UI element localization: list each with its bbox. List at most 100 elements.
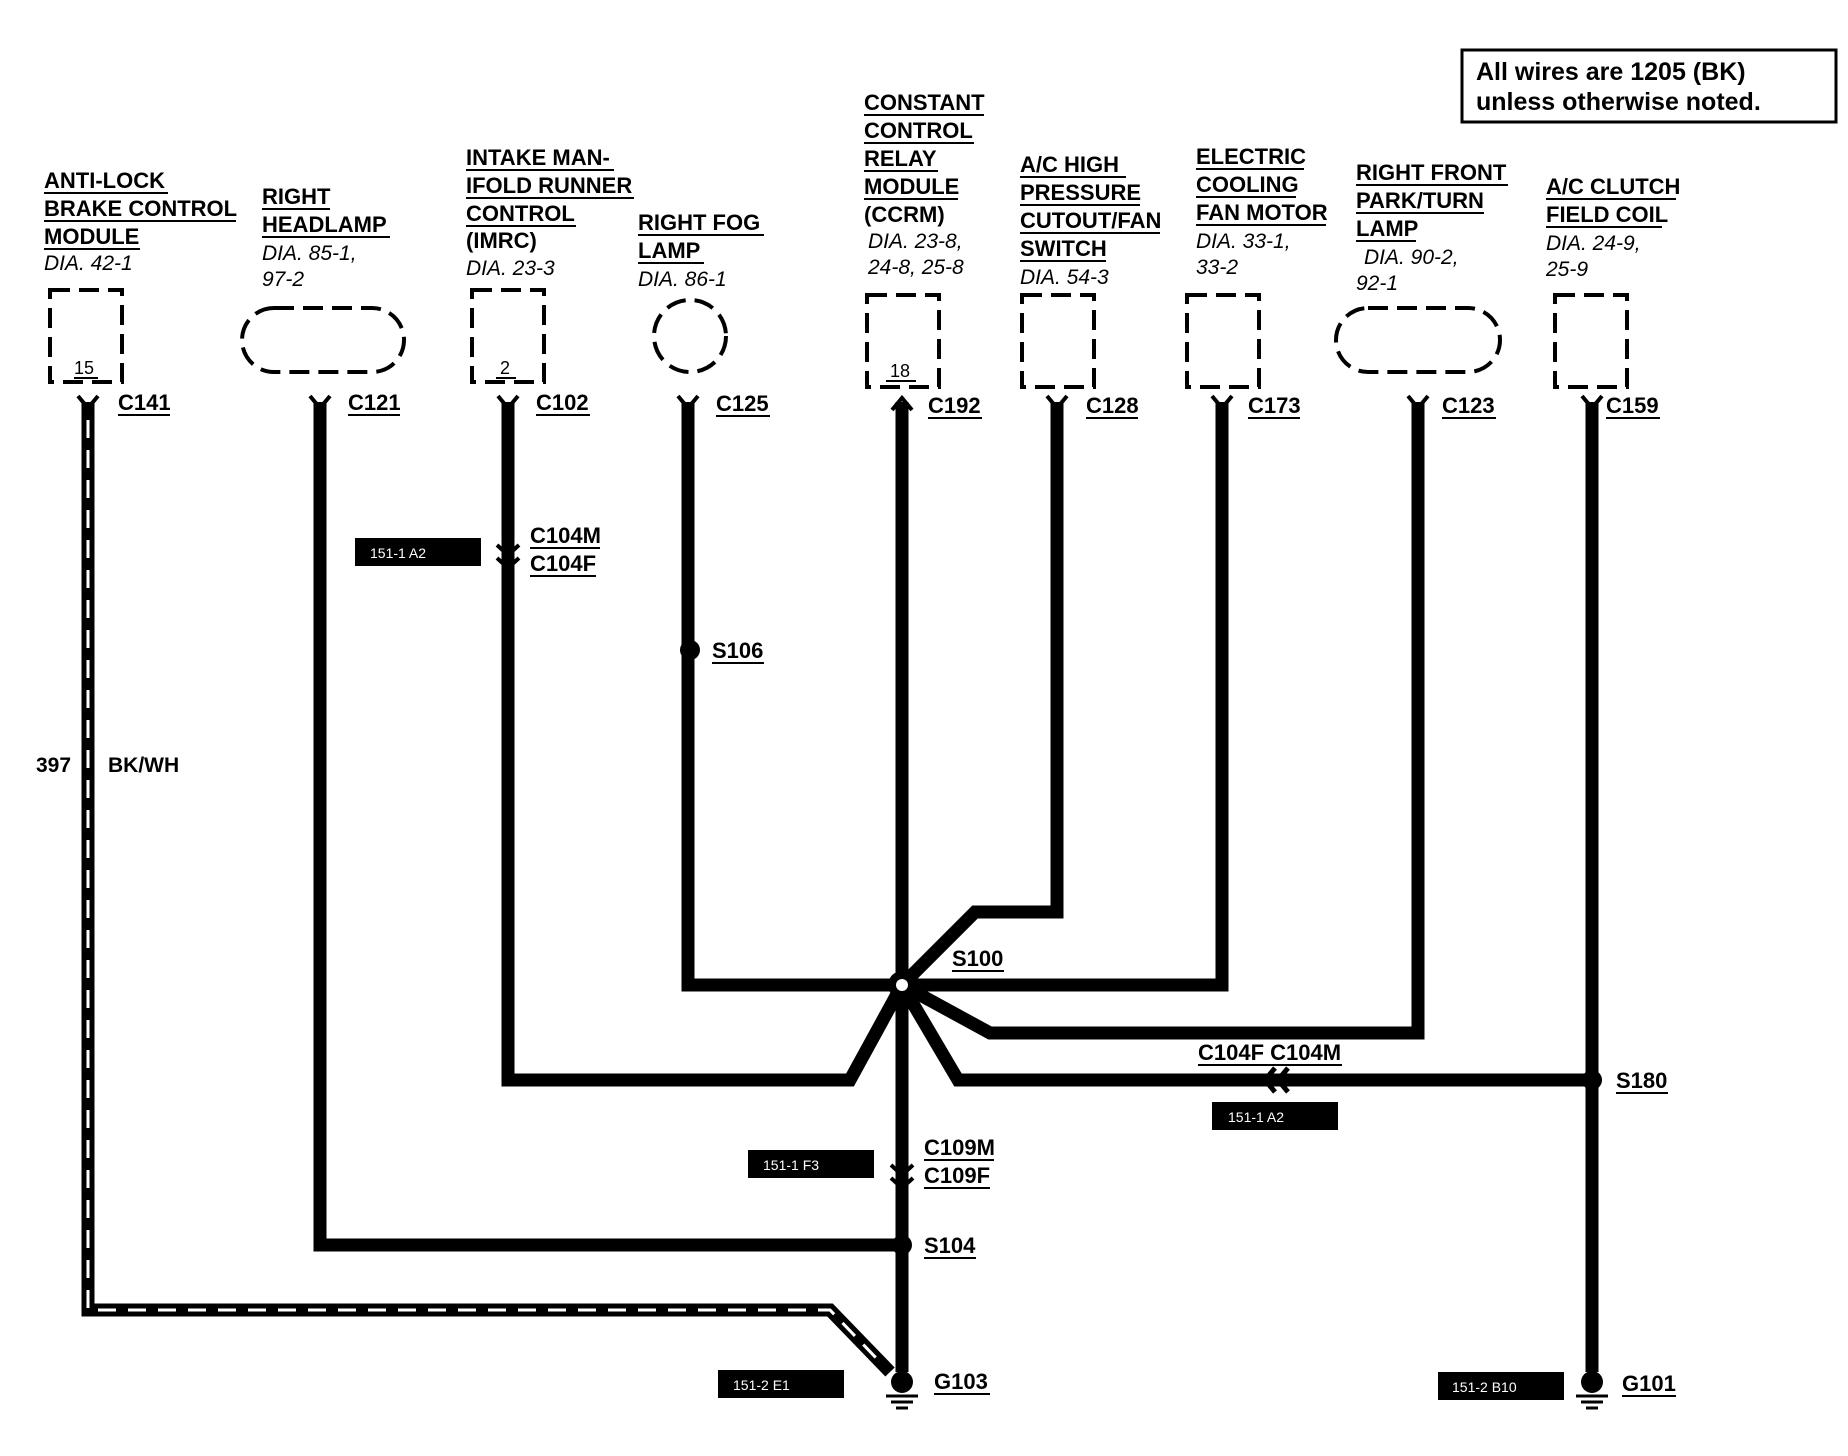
svg-text:MODULE: MODULE <box>864 174 959 199</box>
label-abs: ANTI-LOCK BRAKE CONTROL MODULE DIA. 42-1 <box>44 168 237 275</box>
svg-text:33-2: 33-2 <box>1196 256 1238 279</box>
headlamp-outline <box>240 306 406 374</box>
splice-s104-label: S104 <box>924 1233 976 1258</box>
svg-text:RELAY: RELAY <box>864 146 937 171</box>
foglamp-outline <box>652 298 728 374</box>
connector-c159: C159 <box>1606 393 1659 418</box>
wire-fanmotor <box>902 402 1229 992</box>
svg-text:(IMRC): (IMRC) <box>466 228 537 253</box>
svg-text:PRESSURE: PRESSURE <box>1020 180 1141 205</box>
wire-397-label: 397 BK/WH <box>36 754 179 777</box>
svg-text:C109M: C109M <box>924 1135 995 1160</box>
wire-foglamp <box>681 402 902 992</box>
svg-text:151-2 E1: 151-2 E1 <box>733 1377 790 1393</box>
component-outlines <box>48 288 1629 389</box>
splice-s106-dot <box>680 640 700 660</box>
connector-c123: C123 <box>1442 393 1495 418</box>
ccrm-outline <box>865 293 941 389</box>
splices <box>680 640 1602 1255</box>
label-parklamp: RIGHT FRONT PARK/TURN LAMP DIA. 90-2, 92… <box>1356 160 1508 295</box>
wire-abs <box>81 402 895 1377</box>
connector-c173: C173 <box>1248 393 1301 418</box>
svg-text:CONTROL: CONTROL <box>864 118 973 143</box>
splice-labels: S106 S100 S104 S180 <box>712 638 1668 1259</box>
svg-text:(CCRM): (CCRM) <box>864 202 945 227</box>
label-headlamp: RIGHT HEADLAMP DIA. 85-1, 97-2 <box>262 184 390 291</box>
label-foglamp: RIGHT FOG LAMP DIA. 86-1 <box>638 210 764 291</box>
svg-text:C104F: C104F <box>530 551 596 576</box>
imrc-outline <box>470 288 546 384</box>
svg-text:LAMP: LAMP <box>1356 216 1418 241</box>
svg-text:C104M: C104M <box>530 523 601 548</box>
connector-c141: C141 <box>118 390 171 415</box>
svg-text:CONTROL: CONTROL <box>466 201 575 226</box>
svg-text:FIELD COIL: FIELD COIL <box>1546 202 1668 227</box>
connector-labels: C141 C121 C102 C125 C192 C128 C173 C123 … <box>118 390 1660 419</box>
wire-imrc <box>501 402 908 1087</box>
ccrm-pin: 18 <box>890 361 910 381</box>
svg-text:ANTI-LOCK: ANTI-LOCK <box>44 168 165 193</box>
wire-abs-stripe <box>86 420 882 1364</box>
svg-text:SWITCH: SWITCH <box>1020 236 1107 261</box>
terminal-marks <box>76 394 1604 1191</box>
wire-circuit-number: 397 <box>36 754 71 777</box>
inline-c104-left: 151-1 A2 C104M C104F <box>355 523 601 577</box>
splice-s100-label: S100 <box>952 946 1003 971</box>
svg-text:DIA. 23-3: DIA. 23-3 <box>466 257 555 280</box>
svg-text:MODULE: MODULE <box>44 224 139 249</box>
svg-text:24-8, 25-8: 24-8, 25-8 <box>867 256 964 279</box>
wire-headlamp <box>313 402 902 1252</box>
label-acswitch: A/C HIGH PRESSURE CUTOUT/FAN SWITCH DIA.… <box>1020 152 1161 289</box>
svg-text:INTAKE MAN-: INTAKE MAN- <box>466 145 610 170</box>
svg-text:DIA. 24-9,: DIA. 24-9, <box>1546 232 1641 255</box>
svg-text:LAMP: LAMP <box>638 238 700 263</box>
label-ccrm: CONSTANT CONTROL RELAY MODULE (CCRM) DIA… <box>864 90 985 279</box>
abs-pin: 15 <box>74 358 94 378</box>
parklamp-outline <box>1334 306 1502 374</box>
svg-text:RIGHT FRONT: RIGHT FRONT <box>1356 160 1507 185</box>
svg-text:151-1 A2: 151-1 A2 <box>1228 1109 1284 1125</box>
svg-text:C104F C104M: C104F C104M <box>1198 1040 1341 1065</box>
ground-labels: 151-2 E1 G103 151-2 B10 G101 <box>718 1369 1676 1400</box>
svg-text:IFOLD RUNNER: IFOLD RUNNER <box>466 173 632 198</box>
svg-text:151-2 B10: 151-2 B10 <box>1452 1379 1517 1395</box>
wire-parklamp <box>898 402 1425 1040</box>
label-fanmotor: ELECTRIC COOLING FAN MOTOR DIA. 33-1, 33… <box>1196 144 1328 279</box>
wire-color: BK/WH <box>108 754 179 777</box>
abs-module-outline <box>48 288 124 384</box>
svg-text:CONSTANT: CONSTANT <box>864 90 985 115</box>
ground-g101-label: G101 <box>1622 1371 1676 1396</box>
svg-text:COOLING: COOLING <box>1196 172 1299 197</box>
svg-text:97-2: 97-2 <box>262 268 304 291</box>
svg-text:25-9: 25-9 <box>1545 258 1588 281</box>
imrc-pin: 2 <box>500 358 510 378</box>
svg-text:ELECTRIC: ELECTRIC <box>1196 144 1306 169</box>
acclutch-outline <box>1553 293 1629 389</box>
svg-text:BRAKE CONTROL: BRAKE CONTROL <box>44 196 237 221</box>
connector-c128: C128 <box>1086 393 1139 418</box>
svg-text:RIGHT FOG: RIGHT FOG <box>638 210 760 235</box>
svg-text:RIGHT: RIGHT <box>262 184 331 209</box>
svg-text:DIA. 33-1,: DIA. 33-1, <box>1196 230 1291 253</box>
label-imrc: INTAKE MAN- IFOLD RUNNER CONTROL (IMRC) … <box>466 145 634 280</box>
svg-text:DIA. 86-1: DIA. 86-1 <box>638 268 727 291</box>
svg-text:151-1 F3: 151-1 F3 <box>763 1157 819 1173</box>
svg-text:A/C CLUTCH: A/C CLUTCH <box>1546 174 1680 199</box>
ground-g103-icon <box>886 1371 918 1410</box>
note-box: All wires are 1205 (BK) unless otherwise… <box>1460 48 1838 124</box>
ref-box-g103 <box>718 1370 844 1398</box>
svg-text:DIA. 23-8,: DIA. 23-8, <box>868 230 963 253</box>
svg-text:DIA. 54-3: DIA. 54-3 <box>1020 266 1109 289</box>
fanmotor-outline <box>1185 293 1261 389</box>
connector-c125: C125 <box>716 391 769 416</box>
connector-c121: C121 <box>348 390 401 415</box>
wires <box>81 402 1599 1377</box>
inline-c109: 151-1 F3 C109M C109F <box>748 1135 995 1189</box>
wire-s100-s180 <box>896 981 1590 1087</box>
ground-g101-icon <box>1576 1371 1608 1410</box>
note-line-2: unless otherwise noted. <box>1476 88 1761 116</box>
svg-text:HEADLAMP: HEADLAMP <box>262 212 387 237</box>
svg-text:PARK/TURN: PARK/TURN <box>1356 188 1484 213</box>
ref-box-c109 <box>748 1150 874 1178</box>
